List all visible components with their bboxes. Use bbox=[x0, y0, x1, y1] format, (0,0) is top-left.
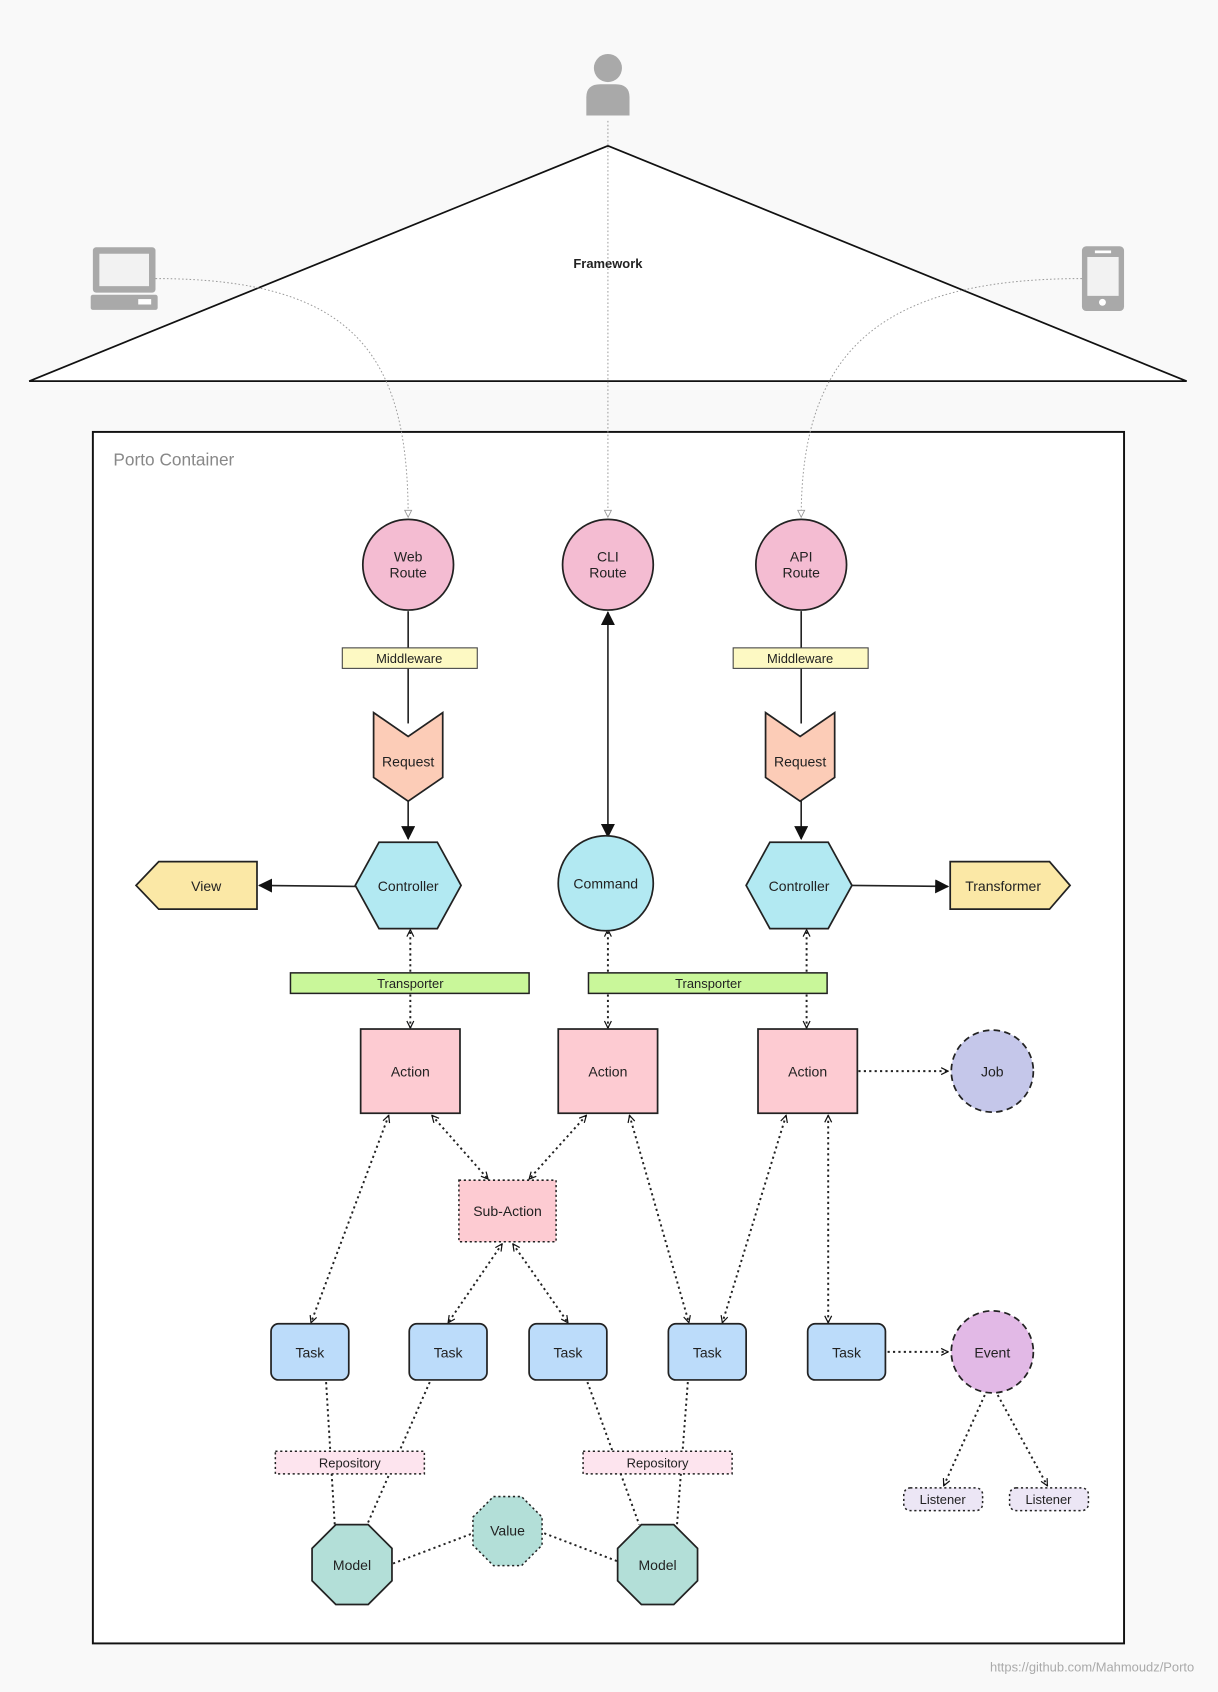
task-1: Task bbox=[270, 1322, 350, 1381]
svg-text:Repository: Repository bbox=[319, 1455, 381, 1470]
svg-text:Task: Task bbox=[554, 1344, 584, 1360]
svg-text:View: View bbox=[191, 878, 222, 894]
command-node: Command bbox=[557, 834, 655, 932]
svg-text:Transformer: Transformer bbox=[965, 878, 1041, 894]
framework-label: Framework bbox=[573, 256, 643, 271]
svg-text:Action: Action bbox=[391, 1064, 430, 1080]
svg-text:Command: Command bbox=[573, 876, 638, 892]
svg-text:Controller: Controller bbox=[378, 878, 439, 894]
svg-text:Repository: Repository bbox=[627, 1455, 689, 1470]
request-web: Request bbox=[372, 711, 444, 803]
model-left: Model bbox=[311, 1523, 393, 1606]
svg-text:Route: Route bbox=[589, 565, 627, 581]
svg-text:Request: Request bbox=[382, 754, 434, 770]
svg-text:Controller: Controller bbox=[769, 878, 830, 894]
phone-to-api-route-link bbox=[801, 278, 1082, 518]
container-title: Porto Container bbox=[113, 449, 234, 469]
model-right: Model bbox=[616, 1523, 699, 1606]
svg-text:Value: Value bbox=[490, 1522, 525, 1538]
svg-text:Transporter: Transporter bbox=[377, 976, 444, 991]
svg-text:Model: Model bbox=[333, 1557, 371, 1573]
job-node: Job bbox=[950, 1029, 1035, 1114]
controller-to-transformer-link bbox=[851, 879, 950, 894]
task-4: Task bbox=[667, 1322, 747, 1381]
svg-text:Task: Task bbox=[295, 1344, 325, 1360]
svg-text:Request: Request bbox=[774, 754, 826, 770]
middleware-web: Middleware bbox=[341, 647, 478, 669]
repository-right: Repository bbox=[582, 1450, 733, 1475]
sub-action-node: Sub-Action bbox=[458, 1179, 557, 1243]
action-web: Action bbox=[359, 1028, 461, 1115]
repository-left: Repository bbox=[274, 1450, 426, 1475]
svg-text:Middleware: Middleware bbox=[767, 651, 833, 666]
transporter-web: Transporter bbox=[289, 972, 530, 995]
framework-roof bbox=[28, 144, 1188, 383]
transporter-shared: Transporter bbox=[587, 972, 828, 995]
svg-text:Action: Action bbox=[588, 1064, 627, 1080]
action-cli: Action bbox=[557, 1028, 659, 1115]
request-api: Request bbox=[764, 711, 836, 803]
action-api: Action bbox=[757, 1028, 859, 1115]
controller-web: Controller bbox=[354, 841, 463, 930]
svg-text:CLI: CLI bbox=[597, 548, 619, 564]
cli-route-node: CLI Route bbox=[561, 518, 655, 611]
svg-text:Task: Task bbox=[434, 1344, 464, 1360]
api-route-node: API Route bbox=[754, 518, 848, 611]
transformer-node: Transformer bbox=[949, 860, 1072, 911]
laptop-icon bbox=[90, 247, 158, 310]
middleware-api: Middleware bbox=[732, 647, 869, 669]
svg-text:Task: Task bbox=[693, 1344, 723, 1360]
svg-text:Web: Web bbox=[394, 548, 423, 564]
web-route-node: Web Route bbox=[361, 518, 455, 611]
svg-text:Event: Event bbox=[974, 1344, 1010, 1360]
svg-text:Job: Job bbox=[981, 1064, 1004, 1080]
listener-2: Listener bbox=[1008, 1487, 1090, 1512]
controller-api: Controller bbox=[745, 841, 853, 930]
view-node: View bbox=[134, 860, 258, 911]
footer-url: https://github.com/Mahmoudz/Porto bbox=[990, 1659, 1194, 1674]
svg-text:Listener: Listener bbox=[1025, 1492, 1072, 1507]
user-icon bbox=[586, 53, 630, 116]
svg-text:Route: Route bbox=[389, 565, 427, 581]
task-3: Task bbox=[528, 1322, 608, 1381]
event-node: Event bbox=[950, 1309, 1035, 1394]
svg-text:Middleware: Middleware bbox=[376, 651, 442, 666]
svg-text:Route: Route bbox=[782, 565, 820, 581]
task-2: Task bbox=[408, 1322, 488, 1381]
listener-1: Listener bbox=[903, 1487, 984, 1512]
task-5: Task bbox=[806, 1322, 887, 1381]
svg-text:Model: Model bbox=[638, 1557, 676, 1573]
value-node: Value bbox=[472, 1495, 543, 1567]
svg-text:Action: Action bbox=[788, 1064, 827, 1080]
controller-to-view-link bbox=[257, 878, 357, 893]
svg-text:Transporter: Transporter bbox=[675, 976, 742, 991]
laptop-to-web-route-link bbox=[155, 278, 408, 518]
phone-icon bbox=[1081, 246, 1125, 311]
svg-text:Sub-Action: Sub-Action bbox=[473, 1203, 542, 1219]
svg-text:Task: Task bbox=[832, 1344, 862, 1360]
svg-text:API: API bbox=[790, 548, 813, 564]
svg-text:Listener: Listener bbox=[920, 1492, 967, 1507]
